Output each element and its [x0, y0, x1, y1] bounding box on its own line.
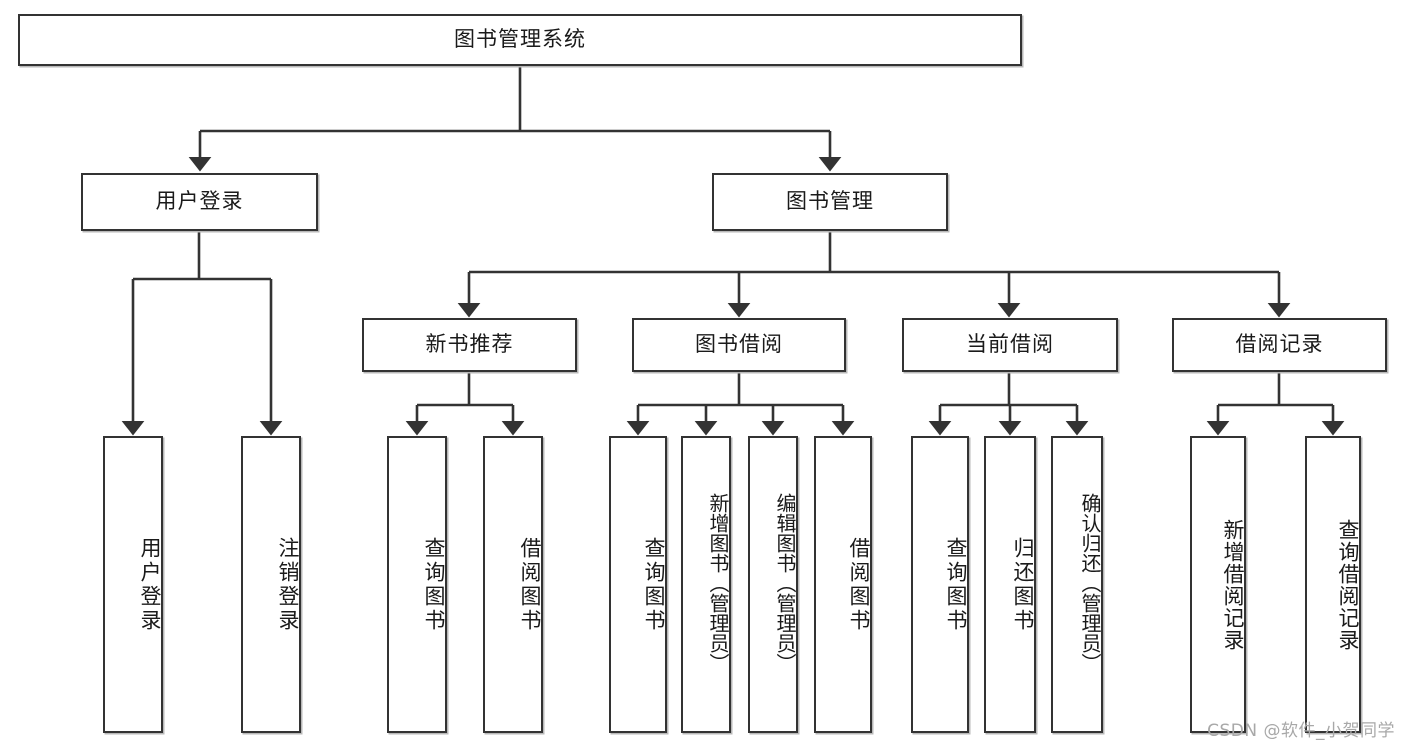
node-leaf-edit-book[interactable]: 编辑图书（管理员） [748, 436, 798, 733]
node-leaf-query-book-2[interactable]: 查询图书 [609, 436, 667, 733]
node-current-borrow-label: 当前借阅 [966, 332, 1054, 357]
watermark-text: CSDN @软件_小贺同学 [1207, 721, 1395, 741]
node-leaf-borrow-book-2[interactable]: 借阅图书 [814, 436, 872, 733]
node-current-borrow[interactable]: 当前借阅 [902, 318, 1118, 372]
node-leaf-return-book-label: 归还图书 [1011, 536, 1035, 633]
node-root[interactable]: 图书管理系统 [18, 14, 1022, 66]
node-leaf-query-book-1[interactable]: 查询图书 [387, 436, 447, 733]
node-leaf-query-record-label: 查询借阅记录 [1336, 518, 1360, 651]
node-leaf-confirm-return[interactable]: 确认归还（管理员） [1051, 436, 1103, 733]
node-new-book-recommend-label: 新书推荐 [425, 332, 514, 357]
node-leaf-query-book-3[interactable]: 查询图书 [911, 436, 969, 733]
node-book-borrow[interactable]: 图书借阅 [632, 318, 846, 372]
node-leaf-edit-book-label: 编辑图书（管理员） [773, 493, 797, 673]
node-book-manage-label: 图书管理 [786, 189, 874, 214]
node-leaf-add-book[interactable]: 新增图书（管理员） [681, 436, 731, 733]
node-leaf-confirm-return-label: 确认归还（管理员） [1078, 493, 1102, 673]
node-leaf-return-book[interactable]: 归还图书 [984, 436, 1036, 733]
node-leaf-query-book-1-label: 查询图书 [422, 536, 446, 633]
node-user-login-label: 用户登录 [155, 189, 244, 214]
node-leaf-add-record-label: 新增借阅记录 [1221, 518, 1245, 651]
node-borrow-record[interactable]: 借阅记录 [1172, 318, 1387, 372]
node-leaf-add-book-label: 新增图书（管理员） [706, 493, 730, 673]
node-leaf-user-logout[interactable]: 注销登录 [241, 436, 301, 733]
node-borrow-record-label: 借阅记录 [1235, 332, 1324, 357]
node-leaf-borrow-book-1-label: 借阅图书 [518, 536, 542, 633]
node-user-login[interactable]: 用户登录 [81, 173, 318, 231]
node-leaf-borrow-book-1[interactable]: 借阅图书 [483, 436, 543, 733]
node-leaf-user-logout-label: 注销登录 [276, 536, 300, 633]
node-book-manage[interactable]: 图书管理 [712, 173, 948, 231]
node-leaf-query-record[interactable]: 查询借阅记录 [1305, 436, 1361, 733]
node-new-book-recommend[interactable]: 新书推荐 [362, 318, 577, 372]
node-leaf-add-record[interactable]: 新增借阅记录 [1190, 436, 1246, 733]
node-leaf-query-book-3-label: 查询图书 [944, 536, 968, 633]
node-leaf-user-login[interactable]: 用户登录 [103, 436, 163, 733]
node-root-label: 图书管理系统 [454, 27, 586, 52]
node-leaf-query-book-2-label: 查询图书 [642, 536, 666, 633]
node-leaf-borrow-book-2-label: 借阅图书 [847, 536, 871, 633]
node-leaf-user-login-label: 用户登录 [138, 536, 162, 633]
node-book-borrow-label: 图书借阅 [695, 332, 783, 357]
